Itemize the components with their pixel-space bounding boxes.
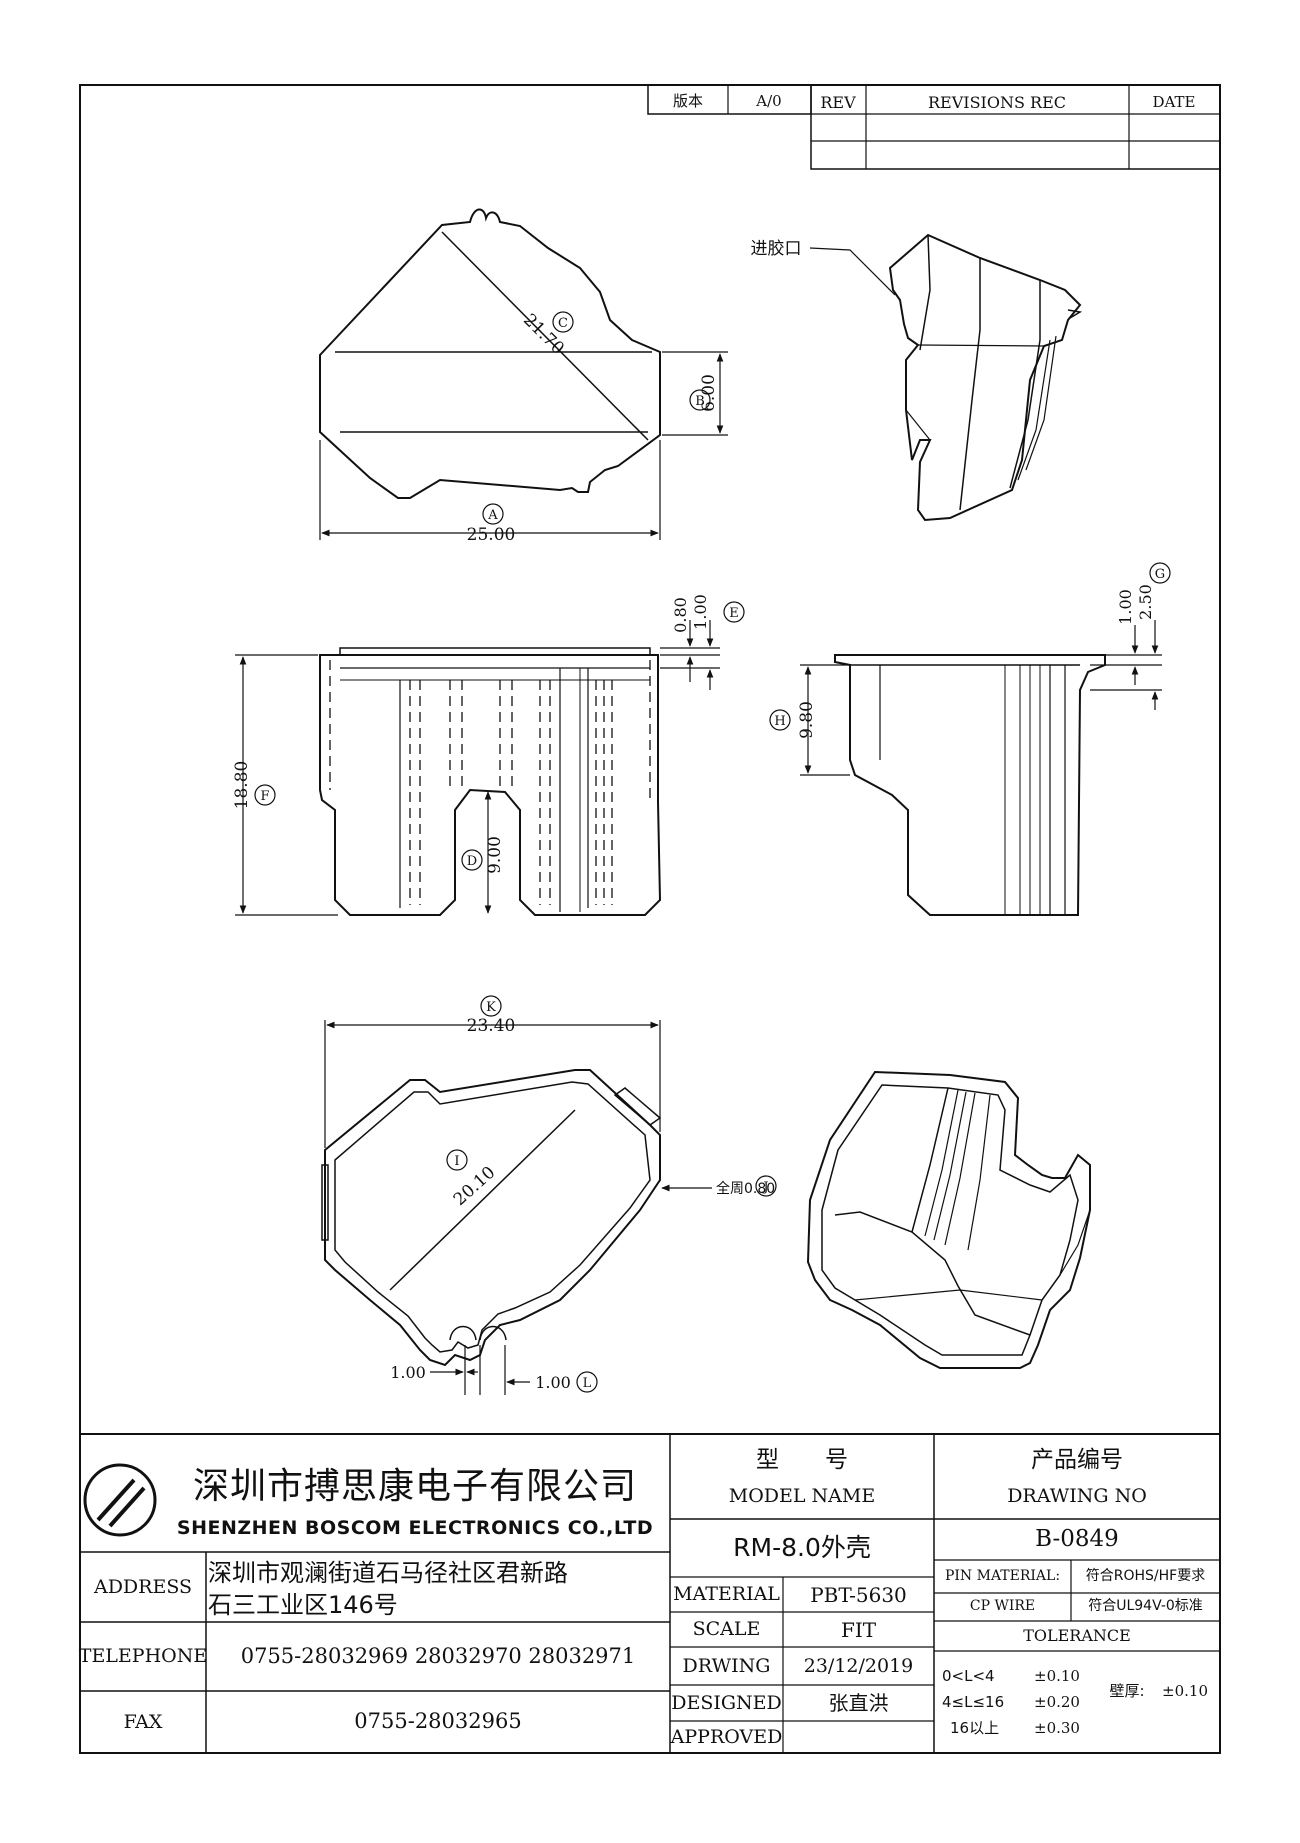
pin-material-label: PIN MATERIAL: (944, 1567, 1061, 1584)
top-view (319, 208, 661, 499)
version-label: 版本 (673, 92, 703, 110)
circle-j-label: J (761, 1180, 768, 1195)
dim-a: 25.00 (467, 525, 516, 545)
title-block (79, 1433, 1221, 1754)
fax-label: FAX (123, 1710, 163, 1733)
gate-leader (809, 247, 896, 296)
dim-h: 9.80 (797, 701, 817, 739)
address-line-2: 石三工业区146号 (208, 1590, 398, 1619)
dim-b: 6.00 (699, 374, 719, 412)
tol-row3-value: ±0.30 (1034, 1718, 1080, 1737)
bottom-view-dimensions (324, 995, 777, 1395)
dim-d: 9.00 (485, 836, 505, 874)
top-view-dimensions (319, 311, 728, 540)
drawing-no-label-cn: 产品编号 (1031, 1447, 1123, 1474)
wall-thickness-value: ±0.10 (1162, 1681, 1208, 1700)
material-value: PBT-5630 (810, 1582, 907, 1607)
company-name-en: SHENZHEN BOSCOM ELECTRONICS CO.,LTD (176, 1516, 654, 1539)
drawing-date: 23/12/2019 (803, 1654, 914, 1677)
approved-value (783, 1721, 934, 1753)
address-label: ADDRESS (93, 1575, 193, 1598)
revisions-header: REVISIONS REC (928, 93, 1066, 112)
dim-g2: 2.50 (1136, 584, 1155, 620)
date-header: DATE (1153, 93, 1196, 111)
tol-row2-value: ±0.20 (1034, 1692, 1080, 1711)
wall-thickness-label: 壁厚: (1109, 1681, 1145, 1700)
tolerance-label: TOLERANCE (1023, 1626, 1131, 1646)
tol-row1-range: 0<L<4 (942, 1666, 995, 1685)
circle-i-label: I (454, 1154, 459, 1169)
circle-d-label: D (467, 854, 477, 869)
drawing-no-value: B-0849 (1035, 1525, 1119, 1552)
drawing-label: DRWING (682, 1654, 771, 1677)
circle-a-label: A (487, 508, 498, 523)
dim-l1: 1.00 (390, 1363, 426, 1382)
revision-table (647, 84, 1221, 170)
side-view-dimensions (769, 562, 1171, 776)
iso-view-top (888, 233, 1083, 522)
bottom-view (321, 1069, 662, 1367)
rohs-note: 符合ROHS/HF要求 (1085, 1567, 1206, 1584)
model-label-en: MODEL NAME (728, 1484, 876, 1507)
scale-value: FIT (840, 1617, 877, 1642)
side-view (834, 654, 1106, 916)
dim-l2: 1.00 (535, 1373, 571, 1392)
model-name-value: RM-8.0外壳 (733, 1533, 871, 1563)
circle-b-label: B (695, 394, 705, 409)
front-view (319, 647, 662, 916)
circle-f-label: F (260, 789, 269, 804)
dim-e1: 0.80 (671, 597, 690, 633)
dim-f: 18.80 (232, 761, 252, 810)
dim-k: 23.40 (467, 1016, 516, 1036)
circle-k-label: K (486, 1000, 496, 1015)
material-label: MATERIAL (673, 1583, 780, 1606)
gate-label: 进胶口 (751, 239, 802, 259)
rev-header: REV (820, 93, 856, 112)
dim-e2: 1.00 (691, 594, 710, 630)
drawing-no-label-en: DRAWING NO (1007, 1484, 1147, 1507)
wall-thickness-note: 全周0.80 (716, 1180, 775, 1197)
iso-view-bottom (806, 1070, 1091, 1369)
front-view-hidden-lines (329, 660, 651, 905)
approved-label: APPROVED (670, 1725, 783, 1748)
circle-c-label: C (558, 316, 568, 331)
designed-label: DESIGNED (671, 1691, 782, 1714)
scale-label: SCALE (692, 1618, 761, 1641)
circle-g-label: G (1155, 567, 1165, 582)
pin-material-value: CP WIRE (969, 1598, 1036, 1615)
model-label-cn: 型 号 (756, 1447, 848, 1474)
dim-g1: 1.00 (1116, 589, 1135, 625)
tol-row2-range: 4≤L≤16 (942, 1692, 1005, 1711)
ul-note: 符合UL94V-0标准 (1088, 1598, 1203, 1615)
circle-h-label: H (774, 714, 785, 729)
company-name-cn: 深圳市搏思康电子有限公司 (192, 1466, 637, 1508)
circle-e-label: E (729, 606, 739, 621)
front-view-dimensions (235, 601, 745, 916)
designed-value: 张直洪 (828, 1691, 889, 1715)
fax-value: 0755-28032965 (354, 1709, 522, 1734)
telephone-value: 0755-28032969 28032970 28032971 (240, 1643, 636, 1668)
telephone-label: TELEPHONE (78, 1645, 208, 1668)
company-logo (83, 1463, 157, 1537)
tol-row1-value: ±0.10 (1034, 1666, 1080, 1685)
circle-l-label: L (583, 1376, 592, 1391)
version-value: A/0 (755, 92, 781, 110)
address-line-1: 深圳市观澜街道石马径社区君新路 (208, 1558, 568, 1587)
tol-row3-range: 16以上 (950, 1718, 1000, 1737)
